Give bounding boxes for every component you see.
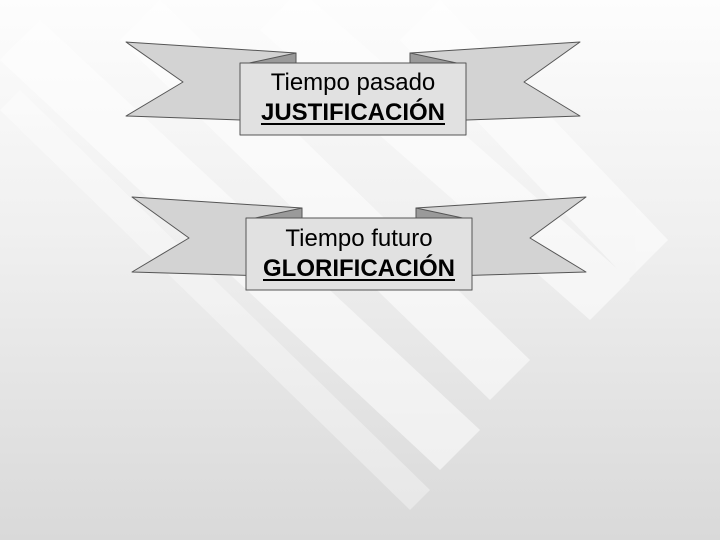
banner-1-line2: JUSTIFICACIÓN	[260, 99, 445, 126]
banner-1-line1: Tiempo pasado	[270, 69, 436, 96]
banner-2-line2: GLORIFICACIÓN	[263, 255, 455, 282]
banner-2-text: Tiempo futuro GLORIFICACIÓN	[246, 224, 472, 284]
banner-1-text: Tiempo pasado JUSTIFICACIÓN	[240, 68, 466, 128]
banner-2-line1: Tiempo futuro	[285, 225, 433, 252]
